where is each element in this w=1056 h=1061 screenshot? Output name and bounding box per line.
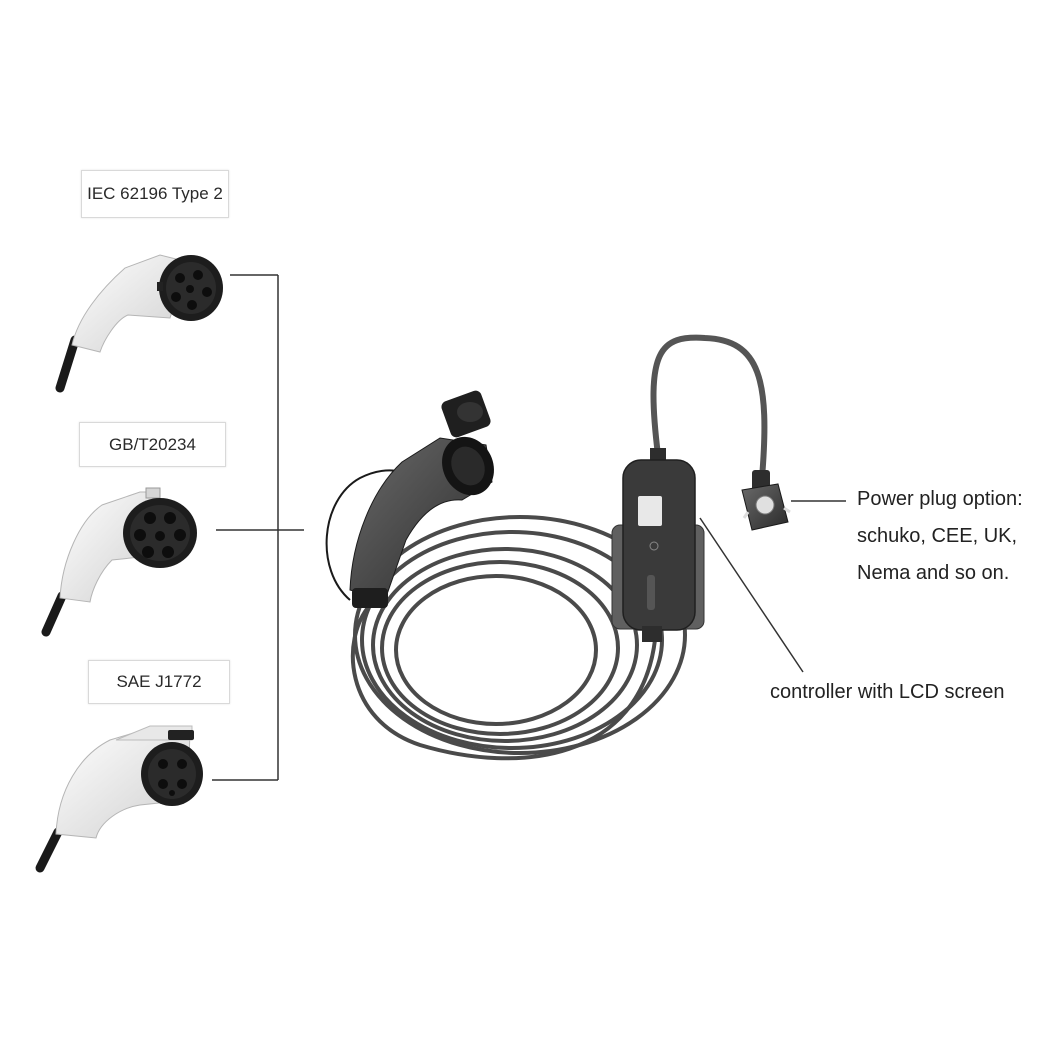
power-plug-line-3: Nema and so on. [857,562,1010,584]
power-cord [650,334,768,479]
controller-pointer-line [699,517,804,673]
gbt-label: GB/T20234 [79,422,226,467]
type2-connector-icon [55,254,223,393]
power-plug-line-2: schuko, CEE, UK, [857,525,1018,547]
gbt-connector-icon [41,487,197,637]
power-plug-callout: Power plug option: schuko, CEE, UK, Nema… [857,481,1023,592]
charging-gun-icon [349,390,494,608]
lcd-screen [638,496,662,526]
controller-callout: controller with LCD screen [770,681,1005,703]
schuko-plug-icon [741,470,791,531]
sae-j1772-label: SAE J1772 [88,660,230,704]
connector-bracket [212,274,304,781]
controller-box-icon [611,448,705,642]
power-plug-line-1: Power plug option: [857,488,1023,510]
iec-type2-label: IEC 62196 Type 2 [81,170,229,218]
j1772-connector-icon [35,725,203,873]
cap-tether [325,469,401,601]
